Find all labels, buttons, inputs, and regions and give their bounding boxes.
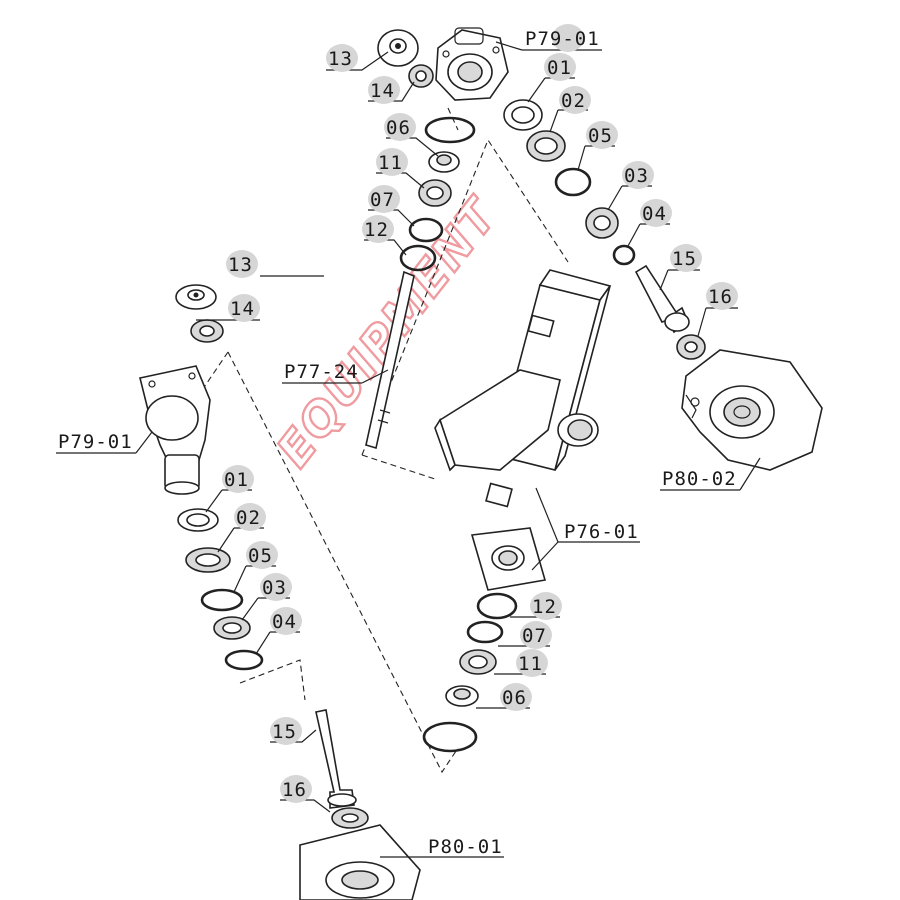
part-low-oring: [422, 721, 478, 753]
callout-bubbles: [222, 24, 738, 803]
part-p79-left-housing: [139, 365, 211, 495]
part-05-top-circlip: [554, 167, 592, 197]
part-16-top-bearing: [676, 334, 706, 360]
part-05-left-circlip: [200, 588, 244, 612]
label-left-04: 04: [272, 611, 297, 633]
part-14-left-bearing: [190, 319, 224, 343]
part-03-left-bearing: [213, 616, 251, 640]
part-01-top-seal: [503, 99, 543, 131]
part-02-top-seal: [526, 130, 566, 162]
label-low-06: 06: [502, 687, 527, 709]
label-left-p79: P79-01: [58, 431, 133, 453]
label-low-11: 11: [518, 653, 543, 675]
label-low-07: 07: [522, 625, 547, 647]
label-left-03: 03: [262, 577, 287, 599]
label-left-14: 14: [230, 298, 255, 320]
part-01-left-seal: [177, 508, 219, 532]
label-left-13: 13: [228, 254, 253, 276]
part-14-top-bearing: [408, 64, 434, 88]
label-top-04: 04: [642, 203, 667, 225]
part-06-low-seal: [445, 685, 479, 707]
label-p80-02: P80-02: [662, 468, 737, 490]
assembly-guide-lines: [193, 107, 569, 774]
label-mid-11: 11: [378, 152, 403, 174]
part-04-left-ring: [224, 649, 264, 671]
label-p77-24: P77-24: [284, 361, 359, 383]
part-13-left-cap: [175, 284, 217, 310]
part-07-low-ring: [466, 620, 504, 644]
part-04-top-ring: [612, 244, 636, 266]
part-12-mid-circlip: [399, 244, 437, 272]
label-mid-12: 12: [364, 219, 389, 241]
label-top-05: 05: [588, 125, 613, 147]
label-left-05: 05: [248, 545, 273, 567]
label-top-01: 01: [547, 57, 572, 79]
label-mid-07: 07: [370, 189, 395, 211]
part-16-left-bearing: [331, 807, 369, 829]
label-left-16: 16: [282, 779, 307, 801]
label-left-15: 15: [272, 721, 297, 743]
part-11-mid-bearing: [418, 179, 452, 207]
label-top-16: 16: [708, 286, 733, 308]
part-p80-02-gearbox: [681, 349, 823, 471]
part-02-left-seal: [185, 547, 231, 573]
part-06-mid-seal: [428, 151, 460, 173]
part-12-low-circlip: [476, 592, 518, 620]
part-p80-01-gearbox: [299, 824, 421, 900]
part-03-top-bearing: [585, 207, 619, 239]
label-top-03: 03: [624, 165, 649, 187]
label-p80-01: P80-01: [428, 836, 503, 858]
part-07-mid-ring: [408, 217, 444, 243]
label-low-12: 12: [532, 596, 557, 618]
part-15-top-shaft: [634, 264, 690, 334]
label-mid-06: 06: [386, 117, 411, 139]
label-top-15: 15: [672, 248, 697, 270]
part-p77-24-shaft: [365, 270, 415, 450]
label-top-14: 14: [370, 80, 395, 102]
label-top-p79: P79-01: [525, 28, 600, 50]
part-15-left-shaft: [315, 709, 357, 809]
part-p76-01-tube-housing: [434, 269, 612, 591]
part-top-oring: [424, 116, 476, 144]
label-left-02: 02: [236, 507, 261, 529]
label-left-01: 01: [224, 469, 249, 491]
part-11-low-bearing: [459, 649, 497, 675]
part-p79-top-housing: [435, 27, 509, 101]
label-top-02: 02: [561, 90, 586, 112]
part-13-top-cap: [377, 29, 419, 67]
label-top-13: 13: [328, 48, 353, 70]
label-p76-01: P76-01: [564, 521, 639, 543]
part-labels: 13 14 P79-01 01 02 05 03 04 15 16 P80-02…: [58, 28, 737, 858]
